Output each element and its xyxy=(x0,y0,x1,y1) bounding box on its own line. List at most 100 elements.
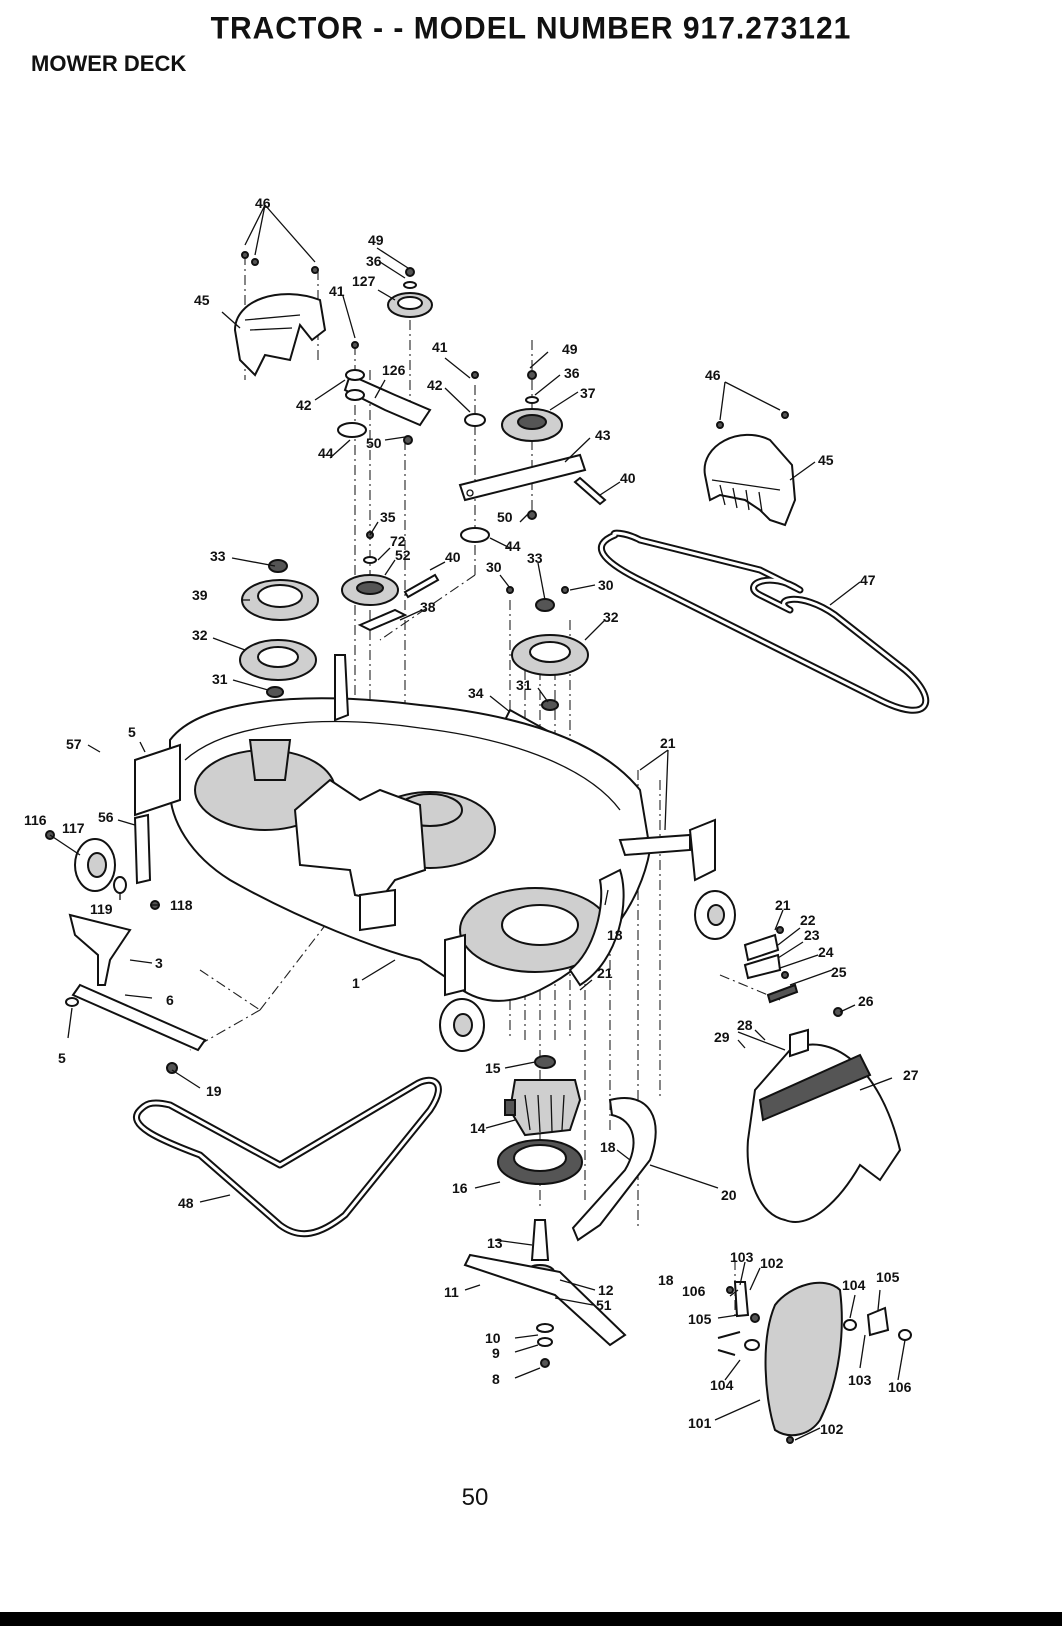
callout-6: 6 xyxy=(166,992,174,1008)
callout-106: 106 xyxy=(682,1283,706,1299)
callout-42: 42 xyxy=(427,377,443,393)
callout-119: 119 xyxy=(90,901,113,917)
callout-22: 22 xyxy=(800,912,816,928)
callout-11: 11 xyxy=(444,1284,459,1300)
callout-40: 40 xyxy=(445,549,461,565)
drive-belt-48 xyxy=(133,1076,442,1238)
callout-105: 105 xyxy=(876,1269,900,1285)
callout-18: 18 xyxy=(658,1272,674,1288)
callout-117: 117 xyxy=(62,820,85,836)
callout-10: 10 xyxy=(485,1330,501,1346)
callout-27: 27 xyxy=(903,1067,919,1083)
callout-24: 24 xyxy=(818,944,834,960)
gauge-wheel-117 xyxy=(45,830,127,894)
idler-pulley-127 xyxy=(387,267,433,318)
callout-31: 31 xyxy=(516,677,532,693)
idler-bracket-126 xyxy=(337,341,432,445)
discharge-chute-27 xyxy=(737,1007,902,1223)
page-number: 50 xyxy=(461,1484,489,1511)
callout-28: 28 xyxy=(737,1017,753,1033)
callout-46: 46 xyxy=(255,195,271,211)
spindle-pulley-right xyxy=(506,586,589,711)
callout-105: 105 xyxy=(688,1311,712,1327)
callout-101: 101 xyxy=(688,1415,712,1431)
callout-102: 102 xyxy=(760,1255,784,1271)
callout-104: 104 xyxy=(842,1277,866,1293)
callout-39: 39 xyxy=(192,587,208,603)
callout-30: 30 xyxy=(598,577,614,593)
callout-18: 18 xyxy=(600,1139,616,1155)
callout-41: 41 xyxy=(432,339,448,355)
callout-118: 118 xyxy=(170,897,193,913)
front-link-6 xyxy=(65,983,207,1074)
callout-51: 51 xyxy=(596,1297,612,1313)
callout-106: 106 xyxy=(888,1379,912,1395)
drive-belt-47 xyxy=(597,529,930,714)
callout-45: 45 xyxy=(194,292,210,308)
callout-103: 103 xyxy=(848,1372,872,1388)
callout-32: 32 xyxy=(603,609,619,625)
gauge-wheel-front xyxy=(439,998,485,1052)
callout-30: 30 xyxy=(486,559,502,575)
callout-36: 36 xyxy=(564,365,580,381)
callout-49: 49 xyxy=(368,232,384,248)
callout-46: 46 xyxy=(705,367,721,383)
callout-3: 3 xyxy=(155,955,163,971)
callout-103: 103 xyxy=(730,1249,754,1265)
spindle-assembly xyxy=(463,1055,627,1368)
callout-41: 41 xyxy=(329,283,345,299)
gauge-wheel-right xyxy=(618,818,736,940)
callout-126: 126 xyxy=(382,362,406,378)
callout-33: 33 xyxy=(210,548,226,564)
callout-19: 19 xyxy=(206,1083,222,1099)
scan-bottom-edge xyxy=(0,1612,1062,1626)
callout-102: 102 xyxy=(820,1421,844,1437)
mower-deck-housing-1 xyxy=(134,654,652,1002)
callout-18: 18 xyxy=(607,927,623,943)
callout-38: 38 xyxy=(420,599,436,615)
callout-44: 44 xyxy=(505,538,521,554)
leader-lines xyxy=(67,204,906,1441)
callout-21: 21 xyxy=(597,965,613,981)
idler-arm-43 xyxy=(458,453,587,543)
callout-42: 42 xyxy=(296,397,312,413)
section-title: MOWER DECK xyxy=(31,51,187,76)
callout-36: 36 xyxy=(366,253,382,269)
callout-25: 25 xyxy=(831,964,847,980)
callout-34: 34 xyxy=(468,685,484,701)
callout-8: 8 xyxy=(492,1371,500,1387)
idler-pulley-52 xyxy=(341,531,440,632)
callout-12: 12 xyxy=(598,1282,614,1298)
callout-13: 13 xyxy=(487,1235,503,1251)
callout-49: 49 xyxy=(562,341,578,357)
callout-47: 47 xyxy=(860,572,876,588)
callout-43: 43 xyxy=(595,427,611,443)
callout-29: 29 xyxy=(714,1029,730,1045)
hanger-bracket-56 xyxy=(133,813,152,885)
callout-50: 50 xyxy=(366,435,382,451)
callout-5: 5 xyxy=(128,724,136,740)
mulch-cover-101 xyxy=(717,1281,912,1444)
idler-pulley-37 xyxy=(464,370,563,442)
belt-shield-right-45 xyxy=(703,411,797,527)
callout-23: 23 xyxy=(804,927,820,943)
callout-1: 1 xyxy=(352,975,360,991)
page-header-title: TRACTOR - - MODEL NUMBER 917.273121 xyxy=(210,14,852,44)
callout-9: 9 xyxy=(492,1345,500,1361)
callout-31: 31 xyxy=(212,671,228,687)
callout-20: 20 xyxy=(721,1187,737,1203)
callout-45: 45 xyxy=(818,452,834,468)
callout-127: 127 xyxy=(352,273,376,289)
belt-shield-left-45 xyxy=(233,251,327,377)
callout-labels: 46 49 36 127 41 45 126 42 50 44 41 42 49… xyxy=(24,195,919,1437)
chute-hinge-parts xyxy=(743,926,799,1004)
callout-16: 16 xyxy=(452,1180,468,1196)
callout-104: 104 xyxy=(710,1377,734,1393)
callout-44: 44 xyxy=(318,445,334,461)
callout-56: 56 xyxy=(98,809,114,825)
callout-21: 21 xyxy=(775,897,791,913)
callout-32: 32 xyxy=(192,627,208,643)
callout-37: 37 xyxy=(580,385,596,401)
callout-5: 5 xyxy=(58,1050,66,1066)
